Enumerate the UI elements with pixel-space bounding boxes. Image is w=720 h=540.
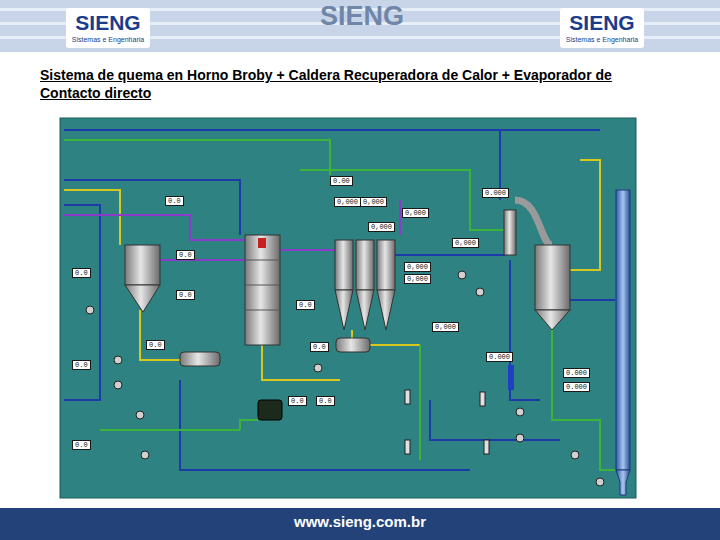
readout-box: 0.0 xyxy=(176,290,195,300)
readout-box: 0.0 xyxy=(288,396,307,406)
readout-value: 0.0 xyxy=(149,341,162,349)
readout-box: 0.00 xyxy=(330,176,353,186)
valve-symbols xyxy=(405,390,489,454)
readout-value: 0.0 xyxy=(179,291,192,299)
readout-value: 0.00 xyxy=(333,177,350,185)
pipes xyxy=(64,130,615,470)
readout-value: 0.0 xyxy=(75,269,88,277)
header-band xyxy=(0,0,720,52)
readout-box: 0.0 xyxy=(296,300,315,310)
readout-box: 0.000 xyxy=(486,352,513,362)
readout-box: 0.0 xyxy=(316,396,335,406)
readout-box: 0,000 xyxy=(432,322,459,332)
readout-value: 0,000 xyxy=(435,323,456,331)
logo-box xyxy=(66,8,150,48)
readout-box: 0,000 xyxy=(404,274,431,284)
readout-value: 0,000 xyxy=(337,198,358,206)
logo-subtitle: Sistemas e Engenharia xyxy=(566,36,638,44)
logo-subtitle: Sistemas e Engenharia xyxy=(72,36,144,44)
logo-word: SIENG xyxy=(75,11,140,34)
logo-word: SIENG xyxy=(569,11,634,34)
readout-box: 0.000 xyxy=(563,368,590,378)
readout-value: 0.0 xyxy=(179,251,192,259)
readout-value: 0,000 xyxy=(407,275,428,283)
readout-box: 0.000 xyxy=(563,382,590,392)
readout-box: 0,000 xyxy=(402,208,429,218)
readout-value: 0.000 xyxy=(566,383,587,391)
readout-value: 0.0 xyxy=(299,301,312,309)
readout-value: 0.0 xyxy=(319,397,332,405)
readout-box: 0,000 xyxy=(404,262,431,272)
readout-value: 0,000 xyxy=(371,223,392,231)
readout-value: 0,000 xyxy=(455,239,476,247)
readout-box: 0.0 xyxy=(72,360,91,370)
readout-value: 0.0 xyxy=(75,361,88,369)
readout-box: 0.0 xyxy=(146,340,165,350)
scada-screen xyxy=(60,118,636,498)
readout-box: 0.0 xyxy=(165,196,184,206)
readout-box: 0,000 xyxy=(368,222,395,232)
readout-box: 0.0 xyxy=(72,440,91,450)
readout-value: 0.0 xyxy=(313,343,326,351)
readout-box: 0.0 xyxy=(72,268,91,278)
readout-value: 0.000 xyxy=(485,189,506,197)
readout-box: 0.0 xyxy=(176,250,195,260)
readout-box: 0.000 xyxy=(482,188,509,198)
pump-symbols xyxy=(86,271,604,486)
footer-url: www.sieng.com.br xyxy=(294,514,426,531)
readout-value: 0,000 xyxy=(363,198,384,206)
slide-title: Sistema de quema en Horno Broby + Calder… xyxy=(40,66,660,102)
equipment xyxy=(125,190,630,495)
readout-box: 0,000 xyxy=(334,197,361,207)
readout-value: 0.000 xyxy=(566,369,587,377)
readout-value: 0.0 xyxy=(168,197,181,205)
logo-watermark: SIENG xyxy=(320,2,404,32)
readout-box: 0.0 xyxy=(310,342,329,352)
footer-band xyxy=(0,508,720,540)
logo-box xyxy=(560,8,644,48)
readout-box: 0,000 xyxy=(360,197,387,207)
readout-value: 0,000 xyxy=(405,209,426,217)
readout-value: 0.000 xyxy=(489,353,510,361)
readout-value: 0.0 xyxy=(291,397,304,405)
readout-box: 0,000 xyxy=(452,238,479,248)
readout-value: 0,000 xyxy=(407,263,428,271)
readout-value: 0.0 xyxy=(75,441,88,449)
